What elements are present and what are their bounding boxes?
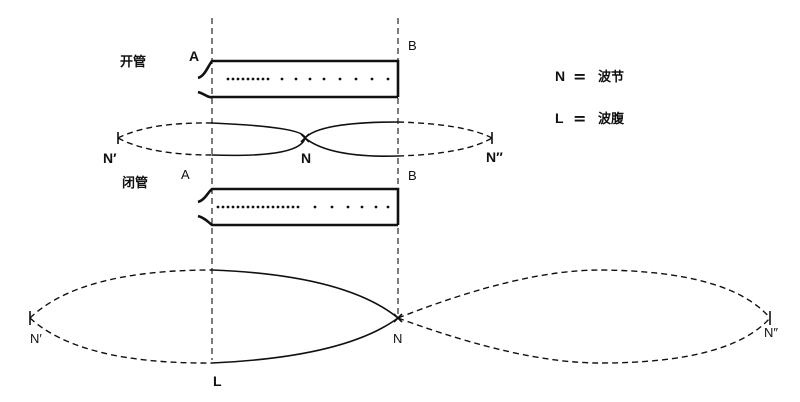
closed-wave-node-mark-2 bbox=[393, 313, 403, 323]
closed-wave-left-node-label: N′ bbox=[30, 331, 42, 346]
particle-dot bbox=[236, 77, 240, 81]
open-pipe-bottom-wall bbox=[197, 90, 398, 99]
closed-pipe-end-b: B bbox=[408, 168, 417, 183]
open-wave-dash-left-lower bbox=[117, 137, 213, 156]
open-pipe bbox=[197, 59, 400, 99]
particle-dot bbox=[354, 77, 358, 81]
particle-dot bbox=[261, 205, 265, 209]
particle-dot bbox=[280, 77, 284, 81]
particle-dot bbox=[271, 205, 275, 209]
closed-wave-dash-right-upper bbox=[397, 269, 771, 319]
closed-wave-antinode-label: L bbox=[213, 373, 222, 389]
open-pipe-label: 开管 bbox=[120, 54, 146, 70]
legend: N = 波节 L = 波腹 bbox=[555, 67, 625, 128]
particle-dot bbox=[386, 205, 390, 209]
particle-dot bbox=[226, 77, 230, 81]
particle-dot bbox=[216, 205, 220, 209]
closed-wave-dash-left-upper bbox=[29, 269, 213, 319]
particle-dot bbox=[276, 205, 280, 209]
open-wave-dash-left-upper bbox=[117, 122, 213, 139]
particle-dot bbox=[370, 77, 374, 81]
particle-dot bbox=[281, 205, 285, 209]
particle-dot bbox=[246, 77, 250, 81]
open-pipe-end-a: A bbox=[189, 48, 199, 64]
legend-node-symbol: N bbox=[555, 68, 565, 84]
closed-wave-dash-right-lower bbox=[397, 317, 771, 364]
closed-pipe-label: 闭管 bbox=[122, 175, 148, 191]
particle-dot bbox=[322, 77, 326, 81]
particle-dot bbox=[256, 205, 260, 209]
particle-dot bbox=[360, 205, 364, 209]
particle-dot bbox=[231, 77, 235, 81]
open-pipe-particles bbox=[226, 77, 390, 81]
particle-dot bbox=[313, 205, 317, 209]
closed-pipe-bottom-wall bbox=[197, 214, 398, 227]
closed-pipe-top-wall bbox=[197, 187, 400, 225]
open-wave-dash-right-upper bbox=[397, 121, 493, 139]
particle-dot bbox=[241, 205, 245, 209]
legend-antinode-meaning: 波腹 bbox=[598, 111, 625, 127]
legend-node-equals: = bbox=[573, 67, 586, 86]
particle-dot bbox=[294, 77, 298, 81]
open-pipe-top-wall bbox=[197, 59, 400, 97]
particle-dot bbox=[251, 205, 255, 209]
closed-wave-dash-left-lower bbox=[29, 317, 213, 364]
open-wave-center-node-label: N bbox=[301, 150, 311, 166]
open-wave bbox=[117, 121, 493, 157]
particle-dot bbox=[256, 77, 260, 81]
open-wave-dash-right-lower bbox=[397, 137, 493, 157]
particle-dot bbox=[251, 77, 255, 81]
closed-pipe bbox=[197, 187, 400, 227]
particle-dot bbox=[226, 205, 230, 209]
particle-dot bbox=[291, 205, 295, 209]
closed-pipe-end-a: A bbox=[181, 167, 190, 182]
particle-dot bbox=[236, 205, 240, 209]
open-wave-right-node-label: N″ bbox=[486, 149, 503, 165]
closed-wave-solid-lower bbox=[211, 317, 399, 364]
legend-node-meaning: 波节 bbox=[598, 69, 624, 85]
closed-wave-right-node-label: N″ bbox=[764, 325, 778, 340]
particle-dot bbox=[231, 205, 235, 209]
closed-pipe-particles bbox=[216, 205, 390, 209]
legend-antinode-symbol: L bbox=[555, 110, 564, 126]
particle-dot bbox=[296, 205, 300, 209]
open-wave-node-mark-2 bbox=[300, 133, 310, 143]
legend-antinode-equals: = bbox=[573, 109, 586, 128]
particle-dot bbox=[221, 205, 225, 209]
particle-dot bbox=[266, 205, 270, 209]
particle-dot bbox=[374, 205, 378, 209]
particle-dot bbox=[330, 205, 334, 209]
particle-dot bbox=[246, 205, 250, 209]
particle-dot bbox=[308, 77, 312, 81]
open-wave-solid-upper bbox=[211, 121, 399, 141]
particle-dot bbox=[386, 77, 390, 81]
open-wave-left-node-label: N′ bbox=[103, 150, 117, 166]
open-pipe-end-b: B bbox=[408, 38, 417, 53]
particle-dot bbox=[286, 205, 290, 209]
particle-dot bbox=[338, 77, 342, 81]
closed-wave bbox=[29, 269, 771, 364]
particle-dot bbox=[346, 205, 350, 209]
closed-wave-center-node-label: N bbox=[393, 331, 402, 346]
particle-dot bbox=[266, 77, 270, 81]
particle-dot bbox=[261, 77, 265, 81]
closed-wave-solid-upper bbox=[211, 269, 399, 319]
particle-dot bbox=[241, 77, 245, 81]
